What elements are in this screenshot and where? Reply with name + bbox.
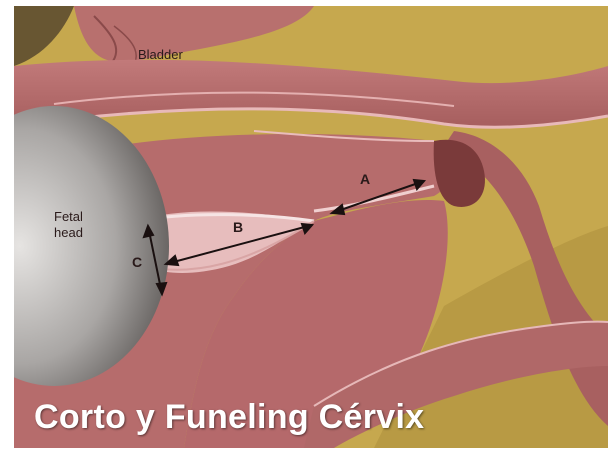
bladder-label: Bladder bbox=[138, 47, 183, 62]
fetal-head-label-line2: head bbox=[54, 225, 83, 240]
cervix-anatomy-illustration bbox=[14, 6, 608, 448]
slide-caption: Corto y Funeling Cérvix bbox=[34, 398, 424, 437]
fetal-head-label-line1: Fetal bbox=[54, 209, 83, 224]
measurement-a-label: A bbox=[360, 171, 370, 187]
measurement-b-label: B bbox=[233, 219, 243, 235]
illustration-frame: Bladder Fetal head A B C Corto y Funelin… bbox=[14, 6, 608, 448]
measurement-c-label: C bbox=[132, 254, 142, 270]
